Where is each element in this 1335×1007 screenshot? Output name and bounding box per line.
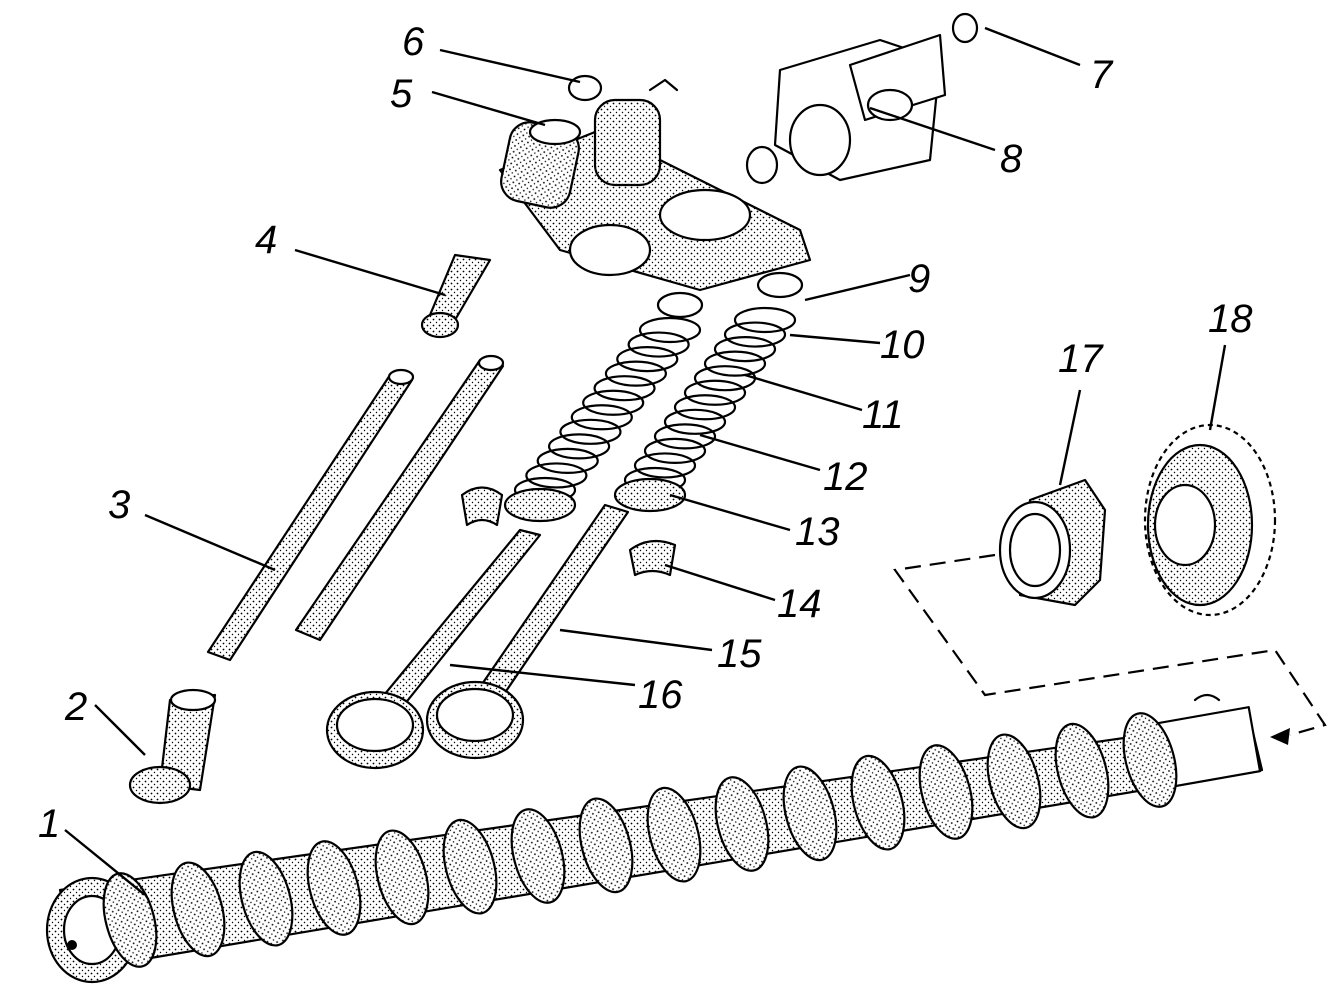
callout-14: 14 — [777, 582, 822, 626]
callout-6: 6 — [402, 20, 425, 64]
spring-coil — [643, 437, 707, 465]
spring-coil — [693, 365, 757, 392]
camshaft-gear-part — [1143, 423, 1277, 617]
cam-lobe — [850, 754, 906, 851]
callout-labels: 1 2 3 4 5 6 7 8 9 10 11 12 13 14 15 16 1… — [38, 20, 1253, 846]
valve-assemblies — [325, 271, 804, 770]
callout-5: 5 — [390, 72, 413, 116]
rocker-arm-assembly — [498, 74, 812, 292]
spring-coil — [653, 423, 717, 450]
spring-coil — [638, 316, 702, 344]
callout-17: 17 — [1058, 337, 1104, 381]
cam-lobe — [646, 786, 702, 883]
cam-lobe — [918, 744, 974, 840]
spring-coil — [604, 360, 668, 387]
callout-15: 15 — [717, 632, 762, 676]
cam-lobe — [306, 840, 362, 936]
camshaft-lobes — [102, 712, 1178, 968]
spring-coil — [633, 452, 697, 479]
spring-coil — [713, 335, 777, 363]
cam-lobe — [238, 850, 294, 947]
callout-7: 7 — [1090, 53, 1114, 97]
assembly-path-line — [893, 553, 1327, 737]
callout-8: 8 — [1000, 137, 1023, 181]
adjusting-screw-part — [420, 253, 492, 339]
spring-coil — [582, 389, 645, 416]
callout-2: 2 — [64, 685, 87, 729]
pushrod-part — [206, 354, 505, 662]
callout-10: 10 — [880, 323, 925, 367]
spring-coil — [627, 331, 690, 358]
rocker-shaft-bracket — [745, 12, 979, 185]
spring-coil — [703, 350, 767, 377]
cam-lobe — [1122, 712, 1178, 808]
cam-lobe — [782, 765, 838, 862]
spring-coil — [733, 306, 797, 334]
cam-lobe — [714, 776, 770, 872]
callout-1: 1 — [38, 802, 60, 846]
spring-coil — [616, 345, 679, 373]
callout-4: 4 — [255, 218, 277, 262]
callout-18: 18 — [1208, 297, 1253, 341]
callout-16: 16 — [638, 673, 683, 717]
cam-lobe — [510, 808, 566, 904]
cam-lobe — [578, 797, 634, 894]
spring-coil — [547, 433, 611, 460]
cam-lobe — [170, 861, 226, 958]
leader-lines — [64, 26, 1227, 896]
spring-coil — [723, 321, 787, 348]
spring-coil — [593, 375, 656, 402]
cam-lobe — [1054, 722, 1110, 819]
spring-coil — [570, 404, 633, 431]
cam-lobe — [986, 733, 1042, 830]
callout-3: 3 — [108, 483, 130, 527]
spring-coil — [663, 408, 727, 435]
cam-lobe — [374, 829, 430, 926]
spring-coil — [683, 379, 747, 406]
callout-12: 12 — [823, 455, 868, 499]
cam-lobe — [442, 818, 498, 915]
spring-coil — [536, 447, 599, 475]
callout-11: 11 — [862, 393, 904, 437]
spring-coil — [525, 462, 588, 489]
callout-9: 9 — [908, 257, 930, 301]
bearing-housing-part — [998, 478, 1107, 607]
tappet-part — [128, 688, 217, 805]
spring-coil — [559, 418, 622, 445]
callout-13: 13 — [795, 510, 840, 554]
spring-coil — [673, 394, 737, 421]
